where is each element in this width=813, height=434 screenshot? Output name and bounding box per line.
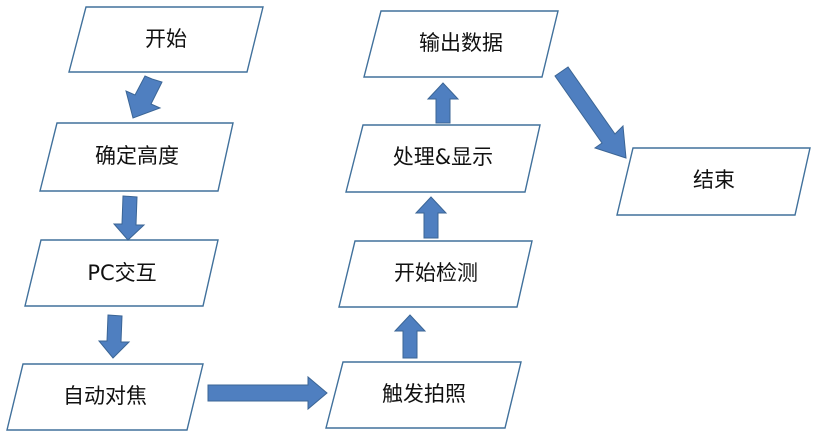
arrow-pc-interact-to-autofocus (97, 314, 131, 359)
node-autofocus-shape (6, 363, 204, 431)
node-pc-interact-label: PC交互 (87, 261, 156, 285)
arrow-start-to-set-height (125, 75, 163, 119)
arrow-trigger-photo-to-start-detect (393, 314, 427, 359)
node-pc-interact: PC交互 (24, 239, 219, 307)
node-autofocus-label: 自动对焦 (63, 384, 147, 408)
node-end-label: 结束 (693, 168, 735, 192)
node-start: 开始 (68, 6, 264, 73)
node-process-display-shape (345, 124, 541, 193)
node-output-data-shape (363, 10, 559, 78)
node-start-detect: 开始检测 (338, 240, 533, 308)
arrow-process-display-to-output-data (426, 82, 460, 124)
node-start-detect-label: 开始检测 (394, 261, 478, 285)
node-set-height: 确定高度 (39, 122, 234, 192)
node-trigger-photo-shape (325, 361, 522, 429)
node-autofocus: 自动对焦 (6, 363, 204, 431)
node-end: 结束 (616, 147, 811, 216)
node-trigger-photo: 触发拍照 (325, 361, 522, 429)
node-start-detect-shape (338, 240, 533, 308)
node-trigger-photo-label: 触发拍照 (382, 382, 466, 406)
node-output-data: 输出数据 (363, 10, 559, 78)
node-output-data-label: 输出数据 (419, 31, 503, 55)
arrow-output-data-to-end (554, 66, 627, 159)
node-pc-interact-shape (24, 239, 219, 307)
arrow-start-detect-to-process-display (414, 196, 448, 239)
node-end-shape (616, 147, 811, 216)
node-process-display: 处理&显示 (345, 124, 541, 193)
arrow-set-height-to-pc-interact (112, 195, 146, 241)
node-set-height-label: 确定高度 (95, 144, 179, 168)
node-process-display-label: 处理&显示 (393, 145, 493, 169)
node-start-shape (68, 6, 264, 73)
arrow-autofocus-to-trigger-photo (207, 375, 328, 411)
node-set-height-shape (39, 122, 234, 192)
node-start-label: 开始 (145, 27, 187, 51)
